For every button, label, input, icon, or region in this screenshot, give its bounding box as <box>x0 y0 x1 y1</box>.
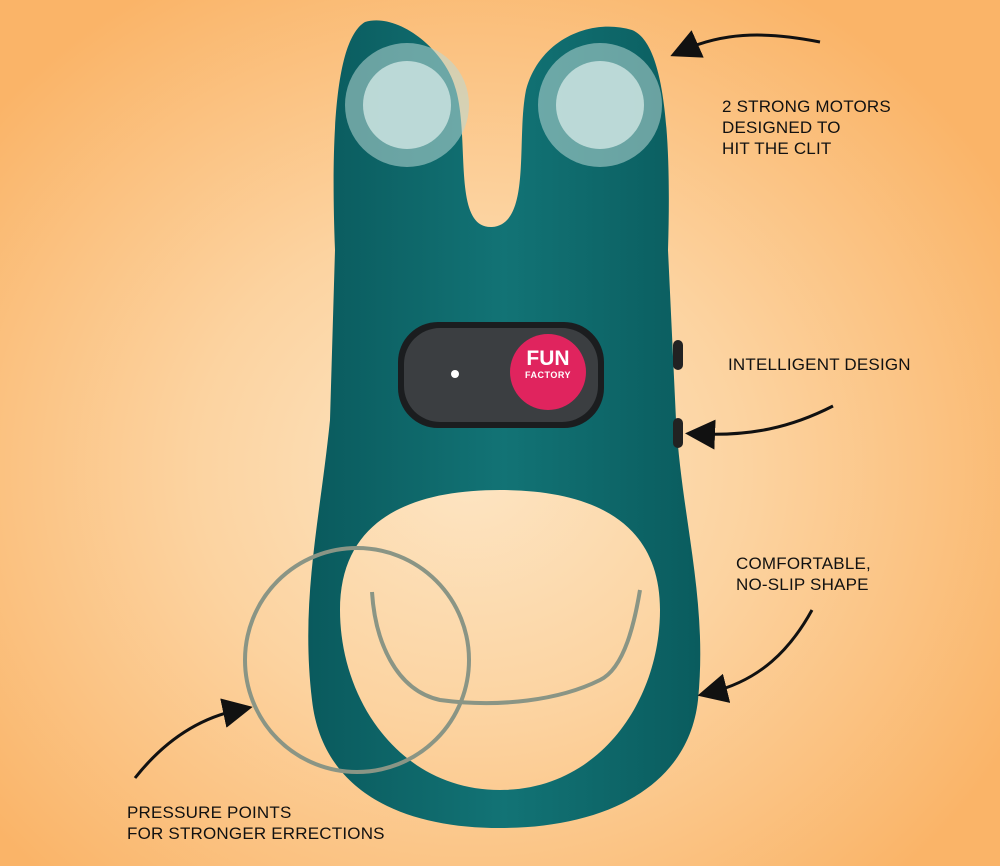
callout-shape: COMFORTABLE, NO-SLIP SHAPE <box>736 553 871 595</box>
logo-line-2: FACTORY <box>524 370 571 380</box>
control-panel <box>398 322 604 428</box>
motor-left <box>345 43 469 167</box>
pressure-point-outline <box>243 546 642 774</box>
brand-logo-text: FUN FACTORY <box>510 348 586 381</box>
callout-design: INTELLIGENT DESIGN <box>728 354 911 375</box>
logo-line-1: FUN <box>526 347 570 370</box>
arrow-motors <box>670 30 821 58</box>
arrow-design <box>685 404 834 450</box>
brand-logo <box>510 334 586 410</box>
led-indicator <box>451 370 459 378</box>
callout-arrows <box>133 30 834 779</box>
callout-text: HIT THE CLIT <box>722 139 832 158</box>
arrow-pressure <box>133 698 253 779</box>
callout-text: FOR STRONGER ERRECTIONS <box>127 824 385 843</box>
arrow-shape <box>697 609 814 703</box>
side-buttons <box>673 340 683 448</box>
callout-text: DESIGNED TO <box>722 118 841 137</box>
callout-text: COMFORTABLE, <box>736 554 871 573</box>
motor-right <box>538 43 662 167</box>
callout-motors: 2 STRONG MOTORS DESIGNED TO HIT THE CLIT <box>722 96 891 159</box>
callout-text: INTELLIGENT DESIGN <box>728 355 911 374</box>
callout-text: NO-SLIP SHAPE <box>736 575 869 594</box>
callout-pressure: PRESSURE POINTS FOR STRONGER ERRECTIONS <box>127 802 385 844</box>
callout-text: 2 STRONG MOTORS <box>722 97 891 116</box>
callout-text: PRESSURE POINTS <box>127 803 292 822</box>
